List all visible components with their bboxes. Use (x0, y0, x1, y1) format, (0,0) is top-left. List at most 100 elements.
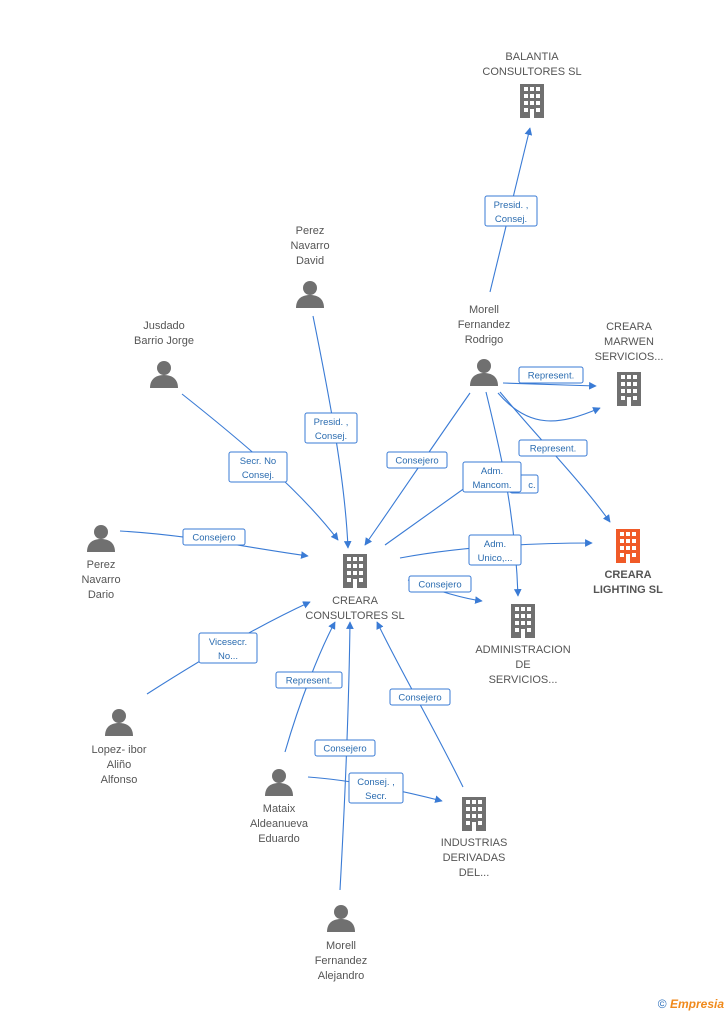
node-label-line: MARWEN (604, 336, 654, 348)
edge-label-rodrigo-marwen-1[interactable]: Represent. (518, 366, 584, 384)
node-label-line: Mataix (263, 803, 296, 815)
edge-label-text: Presid. , (494, 200, 529, 211)
edge-label-text: Consej. (315, 431, 347, 442)
building-icon (520, 84, 544, 118)
node-label-line: Fernandez (458, 319, 511, 331)
edge-label-alejandro[interactable]: Consejero (314, 739, 376, 757)
edge-label-perez-dario[interactable]: Consejero (182, 528, 246, 546)
edge-label-rodrigo-marwen-2[interactable]: Represent. (518, 439, 588, 457)
edge-label-text: Secr. No (240, 456, 276, 467)
edge-label-text: Represent. (528, 371, 574, 382)
footer: © Empresia (658, 997, 724, 1011)
node-consultores[interactable]: CREARA CONSULTORES SL (305, 554, 405, 622)
node-label-line: CREARA (606, 321, 653, 333)
person-icon (105, 709, 133, 736)
node-label-line: Rodrigo (465, 334, 504, 346)
node-label-line: CONSULTORES SL (482, 66, 581, 78)
edge-label-text: Consejero (418, 580, 461, 591)
edge-rodrigo-consultores (364, 392, 471, 546)
edge-label-industrias[interactable]: Consejero (389, 688, 451, 706)
edge-label-text: Mancom. (472, 480, 511, 491)
person-icon (470, 359, 498, 386)
edge-label-box (348, 772, 404, 804)
node-label-line: Alejandro (318, 970, 364, 982)
edge-label-perez-david[interactable]: Presid. , Consej. (304, 412, 358, 444)
building-icon (462, 797, 486, 831)
edge-label-rodrigo-consultores[interactable]: Consejero (386, 451, 448, 469)
node-label-line: CREARA (332, 595, 379, 607)
person-icon (265, 769, 293, 796)
node-label-line: Perez (296, 225, 325, 237)
edge-label-text: Consejero (192, 533, 235, 544)
edge-label-box (198, 632, 258, 664)
edge-label-text: Represent. (530, 444, 576, 455)
person-icon (296, 281, 324, 308)
edge-rodrigo-marwen-1 (502, 381, 597, 390)
node-label-line: CONSULTORES SL (305, 610, 404, 622)
node-label-line: Perez (87, 559, 116, 571)
node-label-line: David (296, 255, 324, 267)
edge-rodrigo-lighting (499, 391, 611, 523)
node-label-line: DEL... (459, 867, 490, 879)
edge-label-box (304, 412, 358, 444)
edge-label-box (408, 575, 472, 593)
node-lighting[interactable]: CREARA LIGHTING SL (593, 529, 663, 596)
node-industrias[interactable]: INDUSTRIASDERIVADASDEL... (441, 797, 508, 879)
person-icon (150, 361, 178, 388)
person-icon (327, 905, 355, 932)
edge-label-text: Adm. (484, 539, 506, 550)
edge-label-consultores-admin[interactable]: Consejero (408, 575, 472, 593)
node-label-line: Morell (469, 304, 499, 316)
edge-rodrigo-marwen-2 (497, 392, 601, 422)
node-label-line: Navarro (81, 574, 120, 586)
edge-label-text: No... (218, 651, 238, 662)
brand-logo[interactable]: Empresia (669, 997, 724, 1011)
edge-label-balantia[interactable]: Presid. , Consej. (484, 195, 538, 227)
node-label-line: ADMINISTRACION (475, 644, 570, 656)
node-label-line: Aliño (107, 759, 131, 771)
node-label-line: Jusdado (143, 320, 185, 332)
node-label-line: INDUSTRIAS (441, 837, 508, 849)
edge-label-text: Secr. (365, 791, 387, 802)
person-icon (87, 525, 115, 552)
node-label-line: Lopez- ibor (91, 744, 146, 756)
edge-label-box (462, 461, 522, 493)
building-icon (511, 604, 535, 638)
copyright-symbol: © (657, 997, 667, 1011)
node-label-line: Aldeanueva (250, 818, 309, 830)
edge-label-text: Vicesecr. (209, 637, 247, 648)
edge-label-rodrigo-mancom[interactable]: Adm.Mancom. (462, 461, 522, 493)
node-label-line: Navarro (290, 240, 329, 252)
node-marwen[interactable]: CREARA MARWEN SERVICIOS... (595, 321, 664, 406)
edge-label-box (182, 528, 246, 546)
node-label-line: CREARA (604, 569, 651, 581)
edge-label-mataix-rep[interactable]: Represent. (275, 671, 343, 689)
edge-label-rodrigo-unico[interactable]: Adm.Unico,... (468, 534, 522, 566)
building-icon (616, 529, 640, 563)
edge-label-stub-text: c. (528, 480, 535, 491)
edge-label-text: Presid. , (314, 417, 349, 428)
edge-label-jusdado[interactable]: Secr. No Consej. (228, 451, 288, 483)
edge-label-text: Consej. (242, 470, 274, 481)
edge-label-box (518, 366, 584, 384)
edge-label-lopez[interactable]: Vicesecr. No... (198, 632, 258, 664)
building-icon (617, 372, 641, 406)
node-label-line: LIGHTING SL (593, 584, 663, 596)
node-administracion[interactable]: ADMINISTRACIONDESERVICIOS... (475, 604, 571, 686)
edge-label-box (389, 688, 451, 706)
node-label-line: SERVICIOS... (595, 351, 664, 363)
edge-label-box (468, 534, 522, 566)
edge-label-text: Consej. (495, 214, 527, 225)
edge-label-mataix-ind[interactable]: Consej. ,Secr. (348, 772, 404, 804)
edge-label-text: Consejero (395, 456, 438, 467)
